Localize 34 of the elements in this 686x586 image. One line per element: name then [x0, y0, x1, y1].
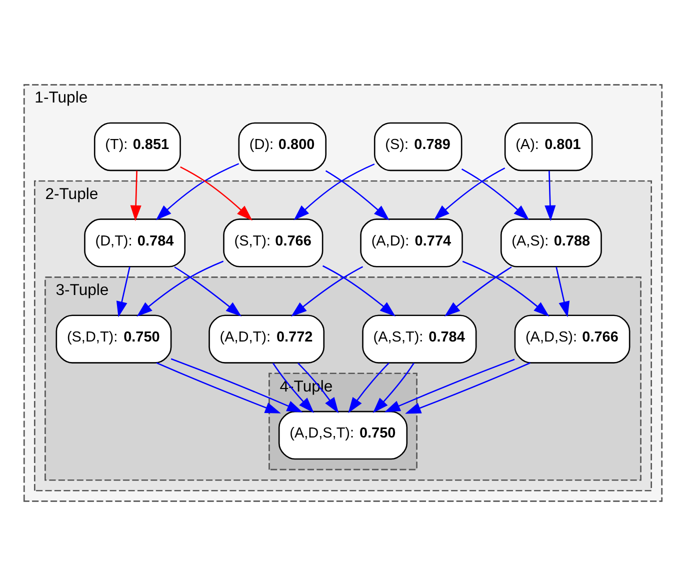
node-box: (A): 0.801: [504, 122, 593, 172]
arrow: [291, 266, 364, 317]
arrow: [174, 266, 242, 317]
arrow: [405, 362, 530, 414]
node-box: (S,T): 0.766: [223, 218, 324, 268]
arrow: [116, 266, 130, 318]
arrow: [170, 358, 303, 412]
node-box: (A,S,T): 0.784: [362, 314, 477, 364]
arrow: [156, 163, 240, 220]
arrow: [294, 163, 375, 220]
node-box: (S): 0.789: [374, 122, 462, 172]
arrow: [348, 362, 390, 414]
arrow: [325, 170, 390, 220]
node-box: (A,S): 0.788: [500, 218, 602, 268]
arrow: [322, 265, 396, 316]
node-box: (A,D): 0.774: [360, 218, 463, 268]
arrow: [180, 166, 252, 221]
arrow: [461, 168, 530, 220]
arrow: [434, 167, 506, 220]
node-box: (A,D,S): 0.766: [514, 314, 630, 364]
arrow: [130, 170, 142, 222]
node-box: (T): 0.851: [94, 122, 181, 172]
arrow: [136, 260, 224, 317]
arrow: [384, 358, 515, 412]
arrow: [544, 170, 556, 222]
node-box: (S,D,T): 0.750: [56, 314, 172, 364]
arrow: [556, 266, 570, 318]
arrow: [444, 266, 512, 317]
arrow: [462, 260, 550, 317]
arrow: [156, 362, 281, 414]
node-box: (A,D,T): 0.772: [208, 314, 325, 364]
node-box: (D): 0.800: [238, 122, 327, 172]
node-box: (A,D,S,T): 0.750: [278, 410, 408, 460]
node-box: (D,T): 0.784: [84, 218, 186, 268]
